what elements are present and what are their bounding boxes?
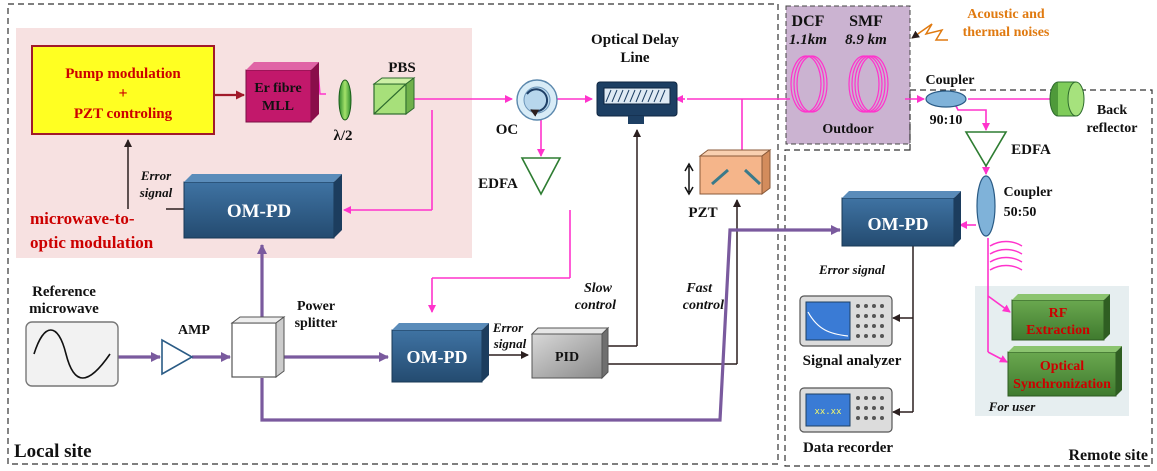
pzt-controling-label: PZT controling bbox=[74, 106, 173, 122]
pzt-motion-icon bbox=[684, 162, 694, 196]
ompd-remote-label: OM-PD bbox=[868, 214, 929, 234]
back-reflector-label-2: reflector bbox=[1086, 121, 1137, 136]
half-wave-label: λ/2 bbox=[333, 128, 352, 144]
remote-site-label: Remote site bbox=[1068, 447, 1148, 464]
remote-site-boundary bbox=[784, 89, 1153, 467]
power-splitter-label-2: splitter bbox=[295, 316, 338, 331]
er-fibre-mll-box bbox=[245, 69, 312, 123]
rf-extraction-label-1: RF bbox=[1049, 306, 1068, 321]
outdoor-region bbox=[785, 5, 911, 145]
noise-arrow-icon bbox=[911, 23, 948, 41]
pump-modulation-box bbox=[31, 45, 215, 135]
ompd-bottom-box bbox=[391, 329, 483, 383]
coupler-mid-ratio: 50:50 bbox=[1004, 205, 1037, 220]
ompd-top-label: OM-PD bbox=[227, 201, 291, 222]
coupler-50-50-icon bbox=[976, 175, 996, 237]
error-signal-remote: Error signal bbox=[818, 262, 885, 277]
dcf-label: DCF bbox=[792, 13, 825, 30]
coupler-mid-label: Coupler bbox=[1004, 185, 1053, 200]
local-site-boundary bbox=[7, 3, 779, 465]
data-recorder-label: Data recorder bbox=[803, 440, 893, 456]
error-signal-bottom-1: Error bbox=[492, 320, 524, 335]
power-splitter-box bbox=[231, 322, 277, 378]
smf-label: SMF bbox=[849, 13, 883, 30]
remote-pulse-icon bbox=[989, 240, 1023, 271]
coupler-top-label: Coupler bbox=[926, 73, 975, 88]
coupler-90-10-icon bbox=[925, 90, 967, 108]
ompd-bottom-label: OM-PD bbox=[407, 347, 468, 367]
acoustic-label-2: thermal noises bbox=[963, 25, 1050, 40]
edfa-remote-amplifier-icon bbox=[964, 131, 1008, 168]
pbs-label: PBS bbox=[388, 60, 416, 76]
rf-extraction-box bbox=[1011, 299, 1105, 341]
optical-delay-line-label-1: Optical Delay bbox=[591, 32, 679, 48]
outdoor-label: Outdoor bbox=[822, 122, 873, 137]
mw-modulation-label-1: microwave-to- bbox=[30, 209, 135, 228]
reference-label-1: Reference bbox=[32, 284, 96, 300]
back-reflector-label-1: Back bbox=[1097, 103, 1128, 118]
er-fibre-label: Er fibre bbox=[254, 81, 301, 96]
mw-modulation-label-2: optic modulation bbox=[30, 233, 154, 252]
optical-sync-label-2: Synchronization bbox=[1013, 377, 1111, 392]
data-recorder-screen-text: xx.xx bbox=[814, 407, 841, 417]
fast-control-label-2: control bbox=[683, 298, 724, 313]
power-splitter-label-1: Power bbox=[297, 299, 335, 314]
mll-label: MLL bbox=[262, 99, 294, 114]
coupler-top-ratio: 90:10 bbox=[930, 113, 963, 128]
pump-plus-label: + bbox=[118, 85, 127, 102]
amp-label: AMP bbox=[178, 323, 210, 338]
data-recorder-icon bbox=[799, 387, 893, 433]
pzt-block-icon bbox=[699, 155, 763, 195]
edfa-local-amplifier-icon bbox=[520, 157, 562, 196]
error-signal-top-2: signal bbox=[139, 185, 173, 200]
signal-analyzer-icon bbox=[799, 295, 893, 347]
pid-label: PID bbox=[555, 350, 579, 365]
for-user-label: For user bbox=[988, 399, 1037, 414]
dcf-length-label: 1.1km bbox=[789, 32, 827, 48]
signal-analyzer-label: Signal analyzer bbox=[803, 353, 902, 369]
slow-control-label-1: Slow bbox=[584, 281, 613, 296]
ompd-top-box bbox=[183, 181, 335, 239]
slow-control-label-2: control bbox=[575, 298, 616, 313]
pump-modulation-label: Pump modulation bbox=[65, 66, 181, 82]
acoustic-label-1: Acoustic and bbox=[967, 7, 1045, 22]
error-signal-top-1: Error bbox=[140, 168, 172, 183]
pzt-label: PZT bbox=[688, 205, 717, 221]
reference-label-2: microwave bbox=[29, 301, 99, 317]
rf-extraction-label-2: Extraction bbox=[1026, 323, 1090, 338]
ompd-remote-box bbox=[841, 197, 955, 247]
optical-sync-label-1: Optical bbox=[1040, 359, 1084, 374]
local-site-label: Local site bbox=[14, 441, 92, 462]
dcf-spool-icon bbox=[790, 55, 828, 113]
half-wave-plate-icon bbox=[338, 79, 352, 121]
amp-icon bbox=[161, 338, 194, 376]
smf-length-label: 8.9 km bbox=[845, 32, 887, 48]
reference-source-box bbox=[25, 321, 119, 387]
oc-label: OC bbox=[496, 122, 519, 138]
optical-delay-line-label-2: Line bbox=[620, 50, 650, 66]
smf-spool-icon bbox=[848, 55, 889, 113]
sine-wave-icon bbox=[33, 329, 111, 379]
edfa-local-label: EDFA bbox=[478, 176, 518, 192]
error-signal-bottom-2: signal bbox=[493, 336, 527, 351]
fast-control-label-1: Fast bbox=[685, 281, 713, 296]
edfa-remote-label: EDFA bbox=[1011, 142, 1051, 158]
